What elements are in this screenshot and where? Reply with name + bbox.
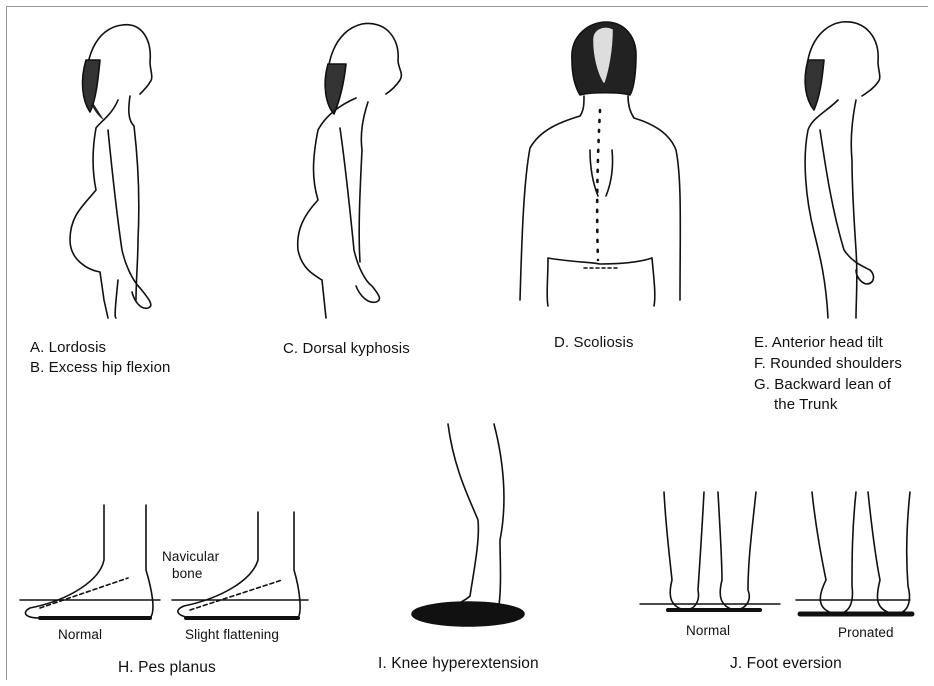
- label-navicular: Navicular: [162, 549, 219, 565]
- knee-hyperextension-leg: [412, 424, 524, 626]
- head-tilt-figure: [805, 22, 880, 318]
- label-excess-hip-flexion: B. Excess hip flexion: [30, 358, 171, 377]
- label-scoliosis: D. Scoliosis: [554, 333, 634, 352]
- label-anterior-head-tilt: E. Anterior head tilt: [754, 333, 883, 352]
- label-normal-foot: Normal: [58, 627, 102, 643]
- label-knee-hyperextension: I. Knee hyperextension: [378, 654, 539, 673]
- label-lordosis: A. Lordosis: [30, 338, 106, 357]
- kyphosis-figure: [298, 23, 402, 318]
- scoliosis-figure: [520, 22, 680, 306]
- label-foot-eversion: J. Foot eversion: [730, 654, 842, 673]
- label-backward-lean-trunk: the Trunk: [774, 395, 837, 414]
- foot-eversion-ankles: [640, 492, 912, 614]
- label-pes-planus: H. Pes planus: [118, 658, 216, 677]
- label-normal-ankles: Normal: [686, 623, 730, 639]
- lordosis-figure: [70, 25, 152, 318]
- label-dorsal-kyphosis: C. Dorsal kyphosis: [283, 339, 410, 358]
- label-pronated: Pronated: [838, 625, 894, 641]
- label-slight-flattening: Slight flattening: [185, 627, 279, 643]
- label-backward-lean: G. Backward lean of: [754, 375, 891, 394]
- label-rounded-shoulders: F. Rounded shoulders: [754, 354, 902, 373]
- label-navicular-bone: bone: [172, 566, 202, 582]
